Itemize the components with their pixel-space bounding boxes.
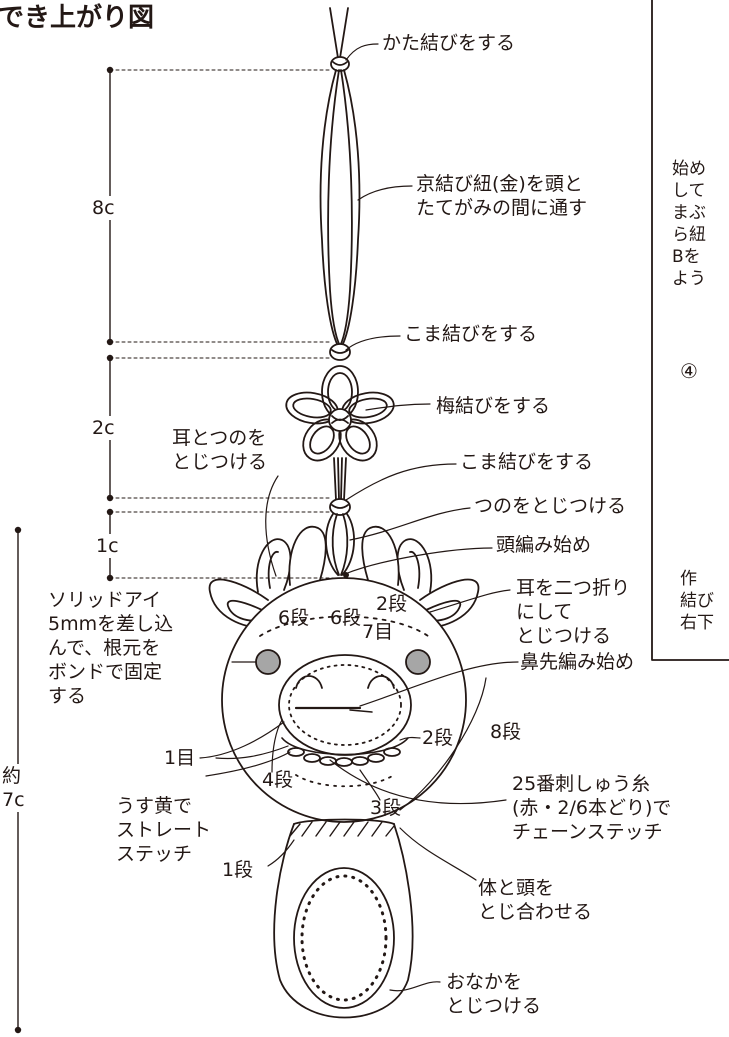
mane xyxy=(288,525,400,586)
figure-title: でき上がり図 xyxy=(0,3,155,33)
label-1me: 1目 xyxy=(164,747,196,769)
label-2dan-b: 2段 xyxy=(422,727,454,749)
side-panel-step-4: ④ xyxy=(680,359,698,383)
ear-left xyxy=(208,578,269,629)
cord xyxy=(285,7,395,576)
label-koma-musubi-2: こま結びをする xyxy=(460,451,594,473)
label-8dan: 8段 xyxy=(490,721,522,743)
leader-lines xyxy=(199,43,519,992)
label-3dan: 3段 xyxy=(370,797,402,819)
label-kyo-musubi: 京結び紐(金)を頭と たてがみの間に通す xyxy=(416,173,588,219)
side-panel-text-a: 始め して まぶ ら紐 Bを よう xyxy=(672,159,706,289)
koma-knot-1 xyxy=(329,343,351,361)
belly xyxy=(293,867,395,1009)
side-panel-text-b: 作 結び 右下 xyxy=(680,569,714,633)
label-ume-musubi: 梅結びをする xyxy=(436,395,551,417)
dimension-2c: 2c xyxy=(92,416,115,440)
label-ear-fold: 耳を二つ折り にして とじつける xyxy=(516,577,631,647)
koma-knot-2 xyxy=(329,498,351,516)
label-2dan-a: 2段 xyxy=(376,593,408,615)
mouth-line xyxy=(281,737,409,756)
eye-left xyxy=(255,649,281,675)
label-6dan-a: 6段 xyxy=(278,607,310,629)
label-horn-attach: つのをとじつける xyxy=(474,495,627,517)
horn-right xyxy=(396,538,433,593)
nostril-left xyxy=(295,675,323,689)
label-solid-eye: ソリッドアイ 5mmを差し込 んで、根元を ボンドで固定 する xyxy=(48,589,174,707)
ume-knot xyxy=(285,365,395,462)
label-snout-start: 鼻先編み始め xyxy=(520,651,635,673)
label-straight-stitch: うす黄で ストレート ステッチ xyxy=(116,795,212,865)
label-ear-horn-attach: 耳とつのを とじつける xyxy=(172,427,268,473)
label-1dan: 1段 xyxy=(222,859,254,881)
nostril-right xyxy=(367,675,395,689)
side-panel-frame xyxy=(651,0,729,661)
snout xyxy=(278,654,412,756)
label-kata-musubi: かた結びをする xyxy=(382,32,516,54)
label-body-head-join: 体と頭を とじ合わせる xyxy=(478,877,593,923)
horn-left xyxy=(255,538,292,593)
label-7me: 7目 xyxy=(362,621,394,643)
dimension-total-7c: 約 7c xyxy=(2,764,25,812)
label-belly-attach: おなかを とじつける xyxy=(446,971,542,1017)
chain-stitch xyxy=(287,747,401,767)
ear-right xyxy=(419,578,480,629)
dimension-guides xyxy=(109,69,341,579)
dimension-8c: 8c xyxy=(92,196,115,220)
eye-right xyxy=(405,649,431,675)
label-6dan-b: 6段 xyxy=(330,607,362,629)
label-head-start: 頭編み始め xyxy=(496,534,592,556)
label-chain-stitch: 25番刺しゅう糸 (赤・2/6本どり)で チェーンステッチ xyxy=(512,773,672,843)
label-koma-musubi-1: こま結びをする xyxy=(404,323,538,345)
label-4dan: 4段 xyxy=(262,769,294,791)
dimension-1c: 1c xyxy=(96,534,119,558)
top-knot xyxy=(330,56,350,72)
